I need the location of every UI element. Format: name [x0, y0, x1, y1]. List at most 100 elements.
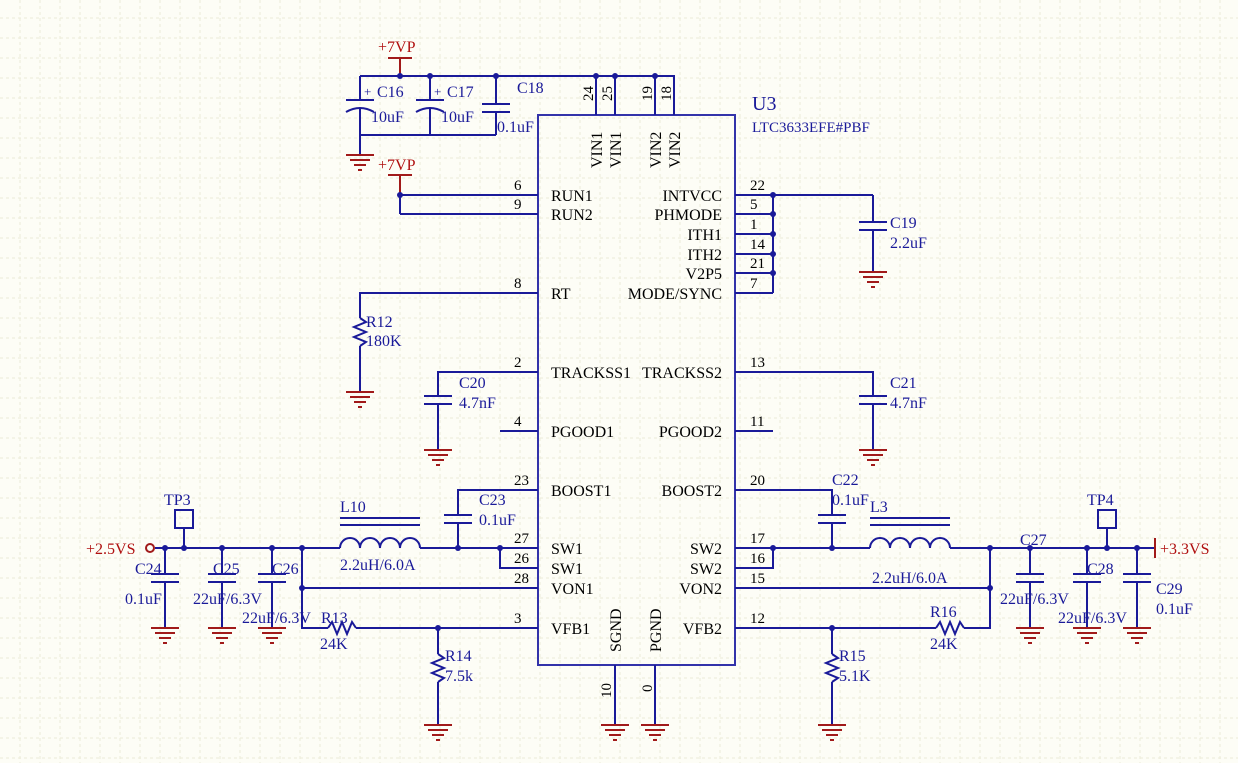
output-1: C23 0.1uF L10 2.2uH/6.0A +2.5VS TP3 C24 … — [86, 489, 538, 725]
pin-name-boost1: BOOST1 — [551, 483, 611, 500]
ground-icon — [1073, 627, 1101, 644]
ic-part: LTC3633EFE#PBF — [752, 120, 870, 136]
r13-val: 24K — [320, 636, 348, 653]
pin-num-6: 6 — [514, 178, 522, 194]
ground-icon — [151, 627, 179, 644]
c21-val: 4.7nF — [890, 395, 927, 412]
net-7vp-a: +7VP — [378, 39, 416, 56]
junction-dot — [770, 231, 776, 237]
pin-num: 19 — [640, 86, 656, 101]
junction-dot — [987, 545, 993, 551]
ground-icon — [641, 724, 669, 741]
ground-icon — [346, 154, 374, 171]
pin-name-sw2: SW2 — [690, 561, 722, 578]
ground-icon — [424, 724, 452, 741]
r16-ref: R16 — [930, 604, 957, 621]
net-7vp-b: +7VP — [378, 157, 416, 174]
junction-dot — [1027, 545, 1033, 551]
vin-pins: 24 25 19 18 VIN1 VIN1 VIN2 VIN2 — [581, 75, 684, 168]
junction-dot — [829, 545, 835, 551]
ground-icon — [601, 724, 629, 741]
c16-ref: C16 — [377, 84, 404, 101]
pin-num-12: 12 — [750, 611, 765, 627]
pin-name-von2: VON2 — [679, 581, 722, 598]
c25-ref: C25 — [213, 561, 240, 578]
l10-val: 2.2uH/6.0A — [340, 557, 416, 574]
junction-dot — [770, 251, 776, 257]
c26-ref: C26 — [272, 561, 299, 578]
ground-icon — [859, 271, 887, 288]
ground-icon — [208, 627, 236, 644]
c17-val: 10uF — [441, 109, 474, 126]
pin-name-pgood1: PGOOD1 — [551, 424, 614, 441]
junction-dot — [162, 545, 168, 551]
ic-body[interactable] — [537, 114, 736, 666]
pin-name-mode/sync: MODE/SYNC — [628, 286, 722, 303]
r14-ref: R14 — [445, 648, 472, 665]
pin-num: 18 — [659, 86, 675, 101]
pin-name: VIN1 — [608, 132, 625, 168]
ground-icon — [859, 449, 887, 466]
pin-name-run2: RUN2 — [551, 207, 593, 224]
junction-dot — [299, 585, 305, 591]
junction-dot — [497, 545, 503, 551]
junction-dot — [397, 192, 403, 198]
pin-name-pgood2: PGOOD2 — [659, 424, 722, 441]
pin-name: VIN2 — [667, 132, 684, 168]
pin-num-3: 3 — [514, 611, 522, 627]
c27-val: 22uF/6.3V — [1000, 591, 1069, 608]
c17-ref: C17 — [447, 84, 474, 101]
pin-num-2: 2 — [514, 355, 522, 371]
ground-icon — [818, 724, 846, 741]
junction-dot — [1134, 545, 1140, 551]
pin-num: 0 — [640, 685, 656, 693]
c21-ref: C21 — [890, 375, 917, 392]
pin-name-intvcc: INTVCC — [662, 188, 722, 205]
junction-dot — [299, 545, 305, 551]
junction-dot — [181, 545, 187, 551]
c19-val: 2.2uF — [890, 235, 927, 252]
c23-val: 0.1uF — [479, 512, 516, 529]
c25-val: 22uF/6.3V — [193, 591, 262, 608]
l10-ref: L10 — [340, 499, 366, 516]
c22-val: 0.1uF — [832, 492, 869, 509]
c24-ref: C24 — [135, 561, 162, 578]
svg-text:+: + — [434, 84, 441, 99]
pin-name: VIN2 — [648, 132, 665, 168]
r12-val: 180K — [366, 333, 402, 350]
r13-ref: R13 — [321, 610, 348, 627]
pin-name-boost2: BOOST2 — [662, 483, 722, 500]
ground-icon — [346, 391, 374, 408]
pin-name-run1: RUN1 — [551, 188, 593, 205]
pin-name: SGND — [608, 608, 625, 652]
run-net: +7VP — [378, 157, 416, 214]
pin-num-16: 16 — [750, 551, 766, 567]
pin-name: VIN1 — [589, 132, 606, 168]
grounds — [151, 154, 1151, 741]
net-3v3: +3.3VS — [1160, 541, 1209, 558]
tp4-ref: TP4 — [1087, 492, 1114, 509]
junction-dot — [219, 545, 225, 551]
pin-num-8: 8 — [514, 276, 522, 292]
junction-dot — [829, 625, 835, 631]
pin-name-sw2: SW2 — [690, 541, 722, 558]
pin-num-9: 9 — [514, 197, 522, 213]
pin-name-sw1: SW1 — [551, 561, 583, 578]
pin-num-1: 1 — [750, 217, 758, 233]
pin-num: 25 — [600, 86, 616, 101]
junction-dot — [987, 585, 993, 591]
junction-dot — [435, 625, 441, 631]
junction-dot — [770, 545, 776, 551]
pin-name-rt: RT — [551, 286, 571, 303]
ground-icon — [424, 449, 452, 466]
net-2v5: +2.5VS — [86, 541, 135, 558]
pin-name-v2p5: V2P5 — [686, 266, 722, 283]
c28-ref: C28 — [1087, 561, 1114, 578]
junction-dot — [770, 211, 776, 217]
tp3-ref: TP3 — [164, 492, 191, 509]
svg-text:+: + — [364, 84, 371, 99]
pin-num-4: 4 — [514, 414, 522, 430]
